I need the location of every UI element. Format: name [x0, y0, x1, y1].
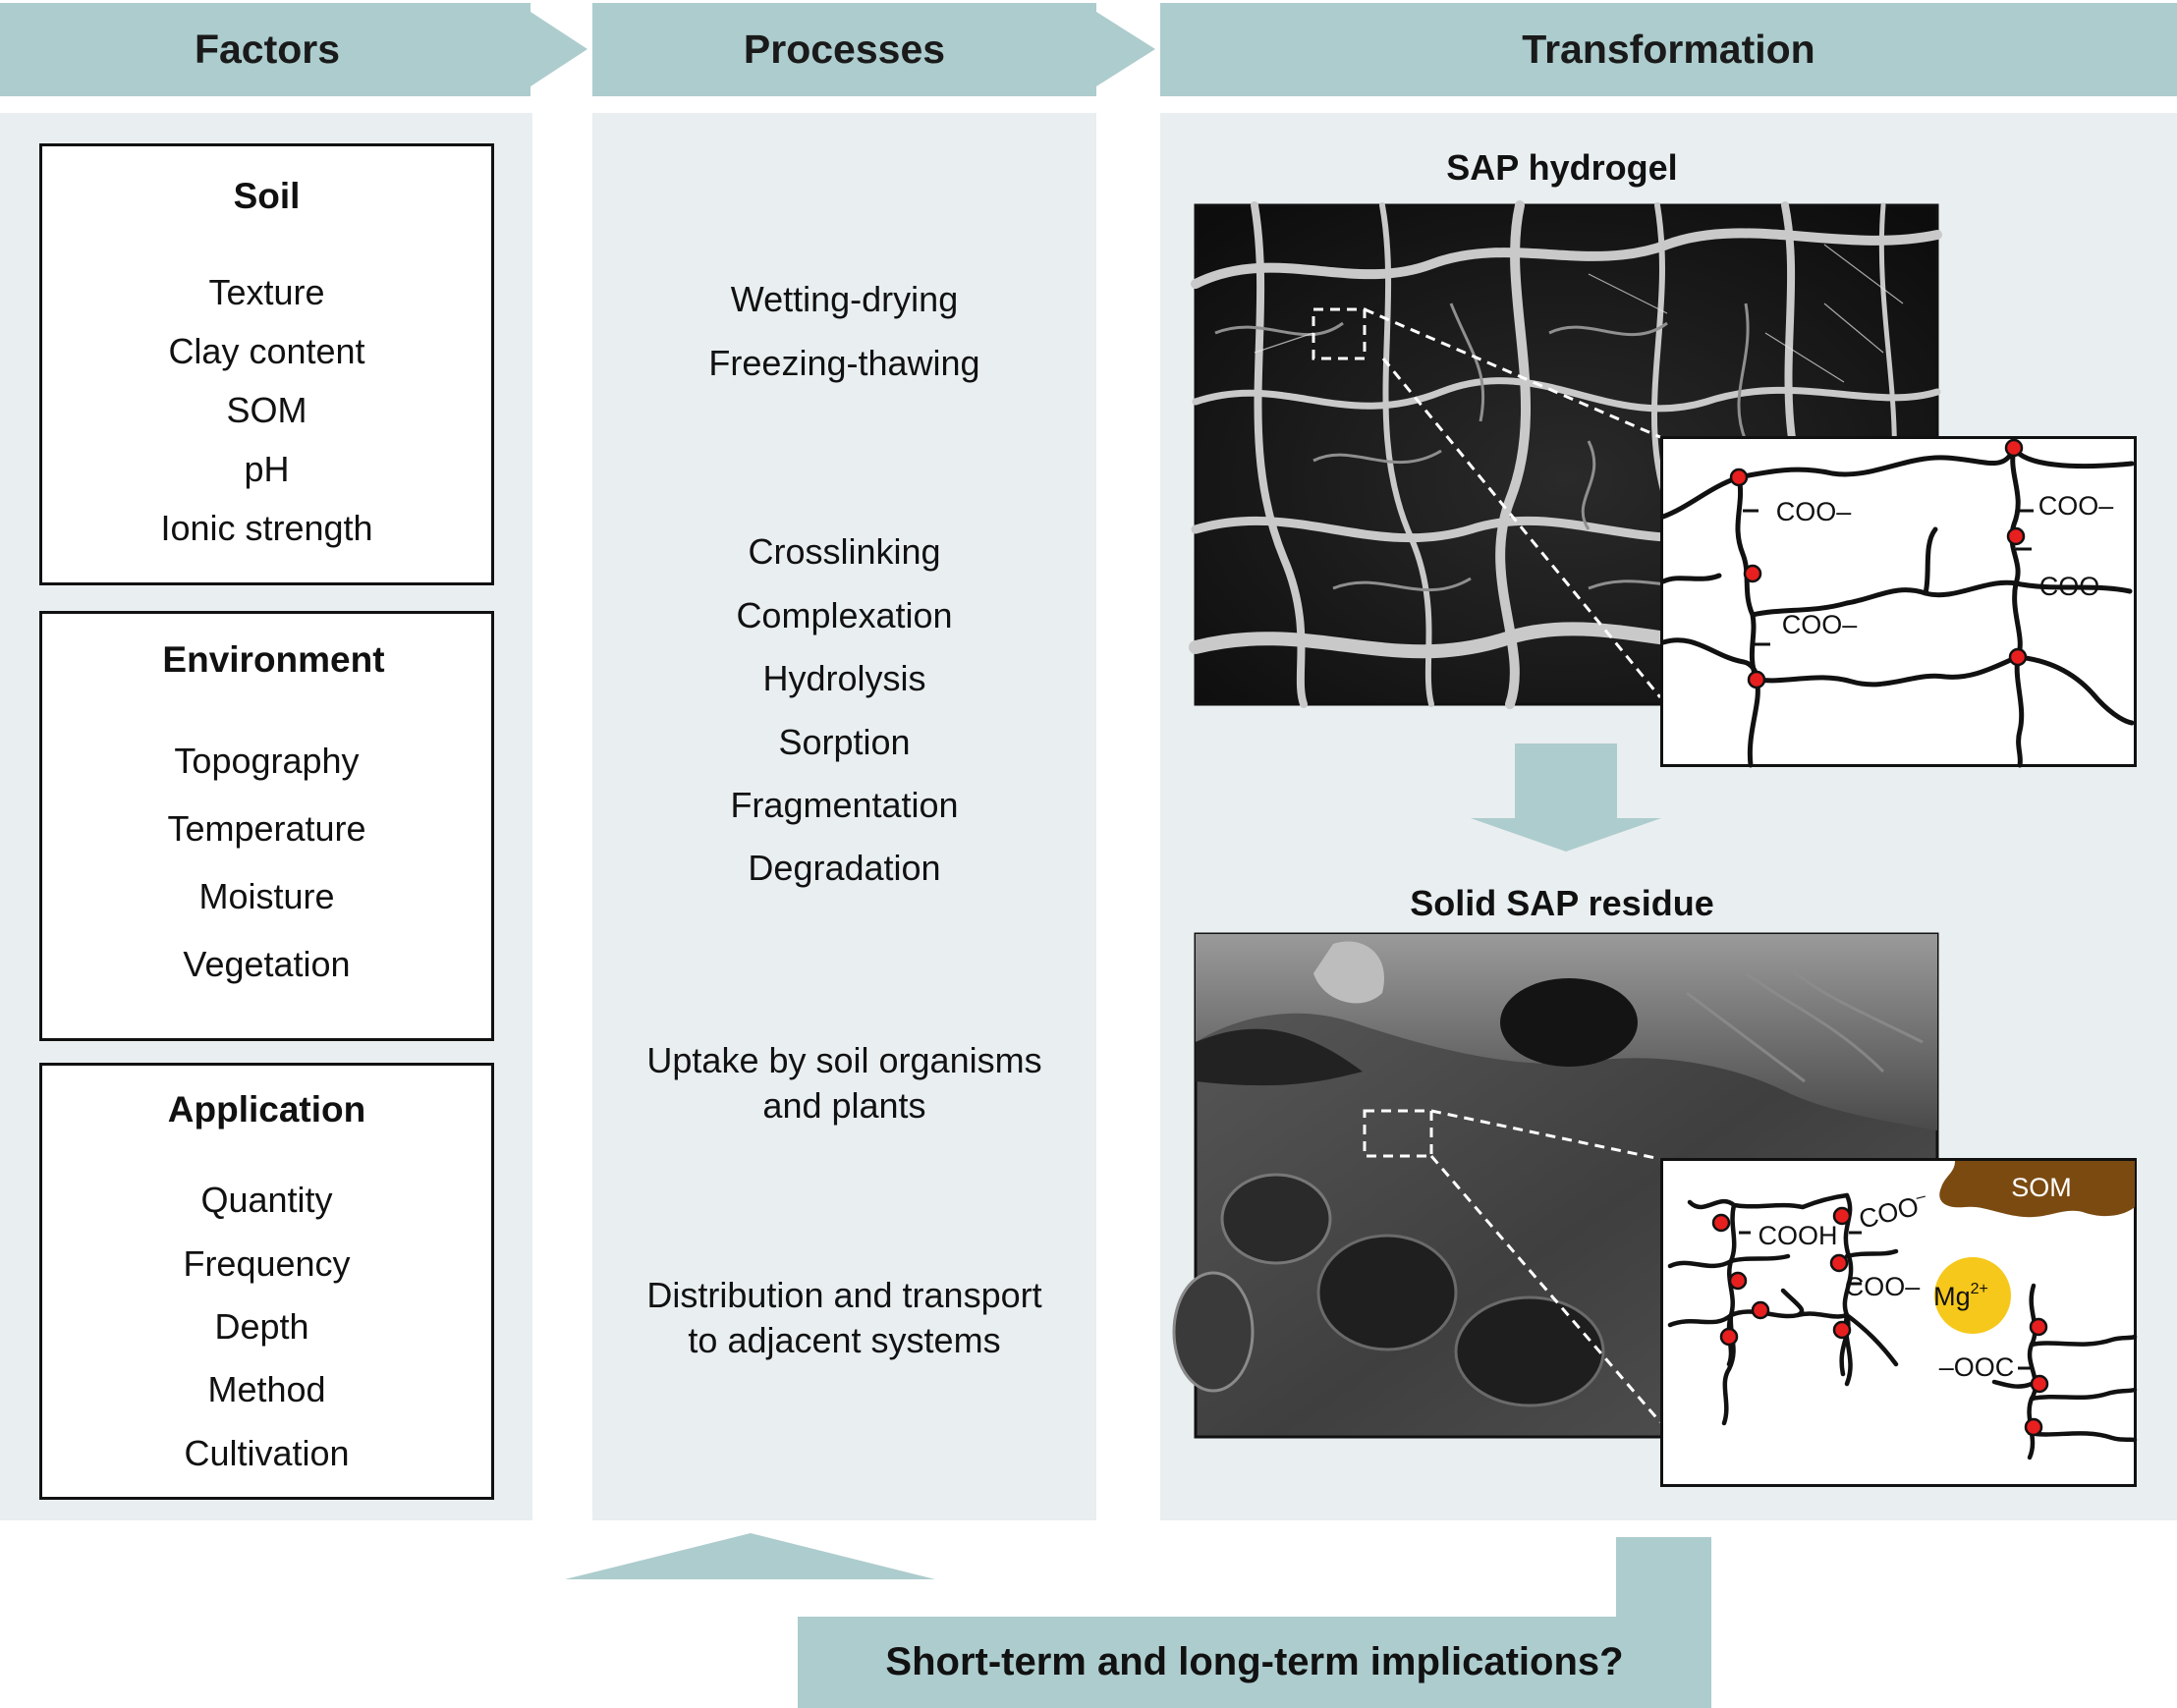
hydrogel-label-coo: COO–	[2039, 572, 2115, 601]
soil-item: Texture	[208, 272, 325, 312]
header-factors-arrow	[0, 3, 587, 96]
header-factors-label: Factors	[194, 27, 341, 72]
soil-box: Soil Texture Clay content SOM pH Ionic s…	[39, 143, 494, 585]
hydrogel-label-coo: COO–	[1782, 610, 1858, 639]
crosslink-dot	[2030, 1374, 2049, 1394]
process-item: Wetting-drying	[730, 279, 959, 319]
application-item: Cultivation	[184, 1433, 350, 1473]
header-processes-label: Processes	[743, 27, 946, 72]
process-item: Crosslinking	[748, 531, 941, 572]
crosslink-dot	[1743, 564, 1762, 583]
process-item: Hydrolysis	[762, 658, 926, 698]
environment-item: Moisture	[198, 876, 335, 916]
crosslink-dot	[1832, 1320, 1852, 1340]
processes-list: Wetting-drying Freezing-thawing Crosslin…	[592, 0, 1096, 1520]
mg-ion	[1934, 1257, 2011, 1334]
process-item: Degradation	[748, 848, 941, 888]
hydrogel-label-coo: COO–	[2038, 491, 2114, 521]
environment-item: Vegetation	[183, 944, 351, 984]
mg-ion-label: Mg2+	[1933, 1281, 1988, 1311]
application-item: Depth	[214, 1306, 309, 1347]
crosslink-dot	[2029, 1317, 2048, 1337]
environment-title: Environment	[162, 639, 385, 680]
hydrogel-label-coo: COO–	[1776, 497, 1852, 526]
crosslink-dot	[2006, 526, 2026, 546]
crosslink-dot	[1829, 1253, 1849, 1273]
environment-box: Environment Topography Temperature Moist…	[39, 611, 494, 1041]
process-item: to adjacent systems	[688, 1320, 1001, 1360]
environment-item: Temperature	[167, 808, 366, 849]
crosslink-dot	[1751, 1300, 1770, 1320]
som-particle	[1939, 1161, 2135, 1218]
application-item: Quantity	[200, 1180, 333, 1220]
sap-hydrogel-title: SAP hydrogel	[1446, 147, 1678, 188]
residue-network-schematic: COOH COO– COO– –OOC Mg2+ SOM	[1660, 1158, 2138, 1487]
processes-panel	[592, 113, 1096, 1520]
crosslink-dot	[2008, 647, 2028, 667]
application-item: Frequency	[183, 1243, 351, 1284]
process-item: and plants	[762, 1085, 926, 1126]
process-item: Sorption	[778, 722, 911, 762]
process-item: Fragmentation	[730, 785, 959, 825]
crosslink-dot	[1719, 1327, 1739, 1347]
header-processes-arrow	[592, 3, 1155, 96]
process-item: Distribution and transport	[646, 1275, 1042, 1315]
crosslink-dot	[1728, 1271, 1748, 1291]
som-label: SOM	[2011, 1173, 2072, 1202]
soil-title: Soil	[233, 176, 301, 216]
header-transformation-label: Transformation	[1522, 27, 1815, 72]
crosslink-dot	[1747, 670, 1766, 689]
soil-item: SOM	[226, 390, 307, 430]
process-item: Complexation	[736, 595, 953, 635]
process-item: Freezing-thawing	[708, 343, 980, 383]
solid-sap-residue-title: Solid SAP residue	[1410, 883, 1714, 923]
process-item: Uptake by soil organisms	[646, 1040, 1042, 1080]
header-bar	[0, 3, 2177, 96]
implications-question: Short-term and long-term implications?	[885, 1640, 1624, 1683]
application-title: Application	[167, 1089, 366, 1129]
residue-label-coo-lower: COO–	[1845, 1272, 1921, 1301]
soil-item: Clay content	[168, 331, 365, 371]
crosslink-dot	[2004, 438, 2024, 458]
crosslink-dot	[1711, 1213, 1731, 1233]
application-box: Application Quantity Frequency Depth Met…	[39, 1063, 494, 1500]
transformation-down-arrow	[1471, 744, 1661, 852]
residue-label-cooh: COOH	[1758, 1221, 1838, 1250]
environment-item: Topography	[174, 741, 360, 781]
hydrogel-network-schematic: COO– COO– COO– COO–	[1660, 436, 2137, 768]
soil-item: pH	[244, 449, 290, 489]
residue-label-ooc: –OOC	[1939, 1352, 2015, 1382]
soil-item: Ionic strength	[160, 508, 373, 548]
crosslink-dot	[1729, 468, 1749, 487]
crosslink-dot	[1832, 1206, 1852, 1226]
header-transformation-box	[1160, 3, 2177, 96]
application-item: Method	[207, 1369, 326, 1409]
crosslink-dot	[2024, 1417, 2043, 1437]
